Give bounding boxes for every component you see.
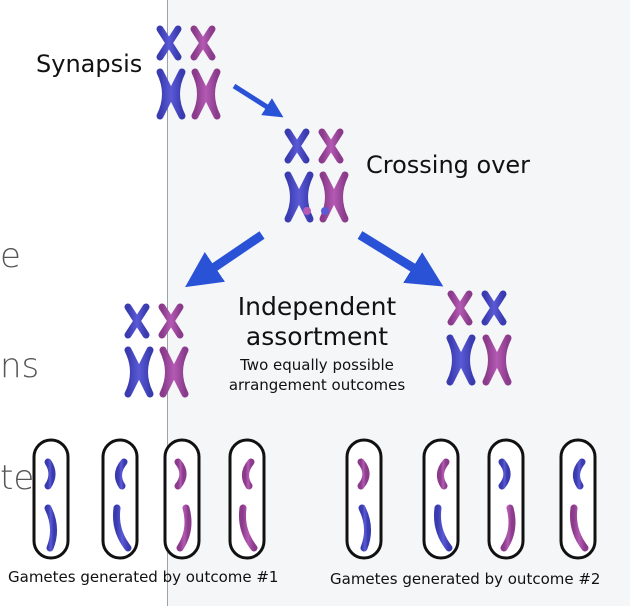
gamete-capsule bbox=[101, 438, 139, 560]
independent-assortment-title-1: Independent bbox=[237, 292, 397, 321]
panel-divider[interactable] bbox=[167, 0, 168, 606]
gamete-capsule bbox=[422, 438, 460, 560]
arrow-synapsis-to-crossing bbox=[232, 83, 284, 118]
gamete-capsule bbox=[487, 438, 525, 560]
clipped-background-text-3: te bbox=[0, 458, 35, 498]
outcomes-subtitle-1: Two equally possible bbox=[240, 356, 394, 374]
gametes-outcome-2-caption: Gametes generated by outcome #2 bbox=[330, 570, 601, 588]
gamete-capsule bbox=[559, 438, 597, 560]
gamete-capsule bbox=[228, 438, 266, 560]
gamete-capsule bbox=[345, 438, 383, 560]
outcome-2-chromosomes bbox=[450, 294, 508, 382]
independent-assortment-title-2: assortment bbox=[245, 322, 389, 351]
outcomes-subtitle-2: arrangement outcomes bbox=[228, 376, 406, 394]
crossing-over-label: Crossing over bbox=[366, 151, 531, 179]
gamete-capsule bbox=[163, 438, 201, 560]
outcome-1-chromosomes bbox=[128, 307, 185, 394]
crossing-over-chromosomes bbox=[288, 132, 345, 219]
synapsis-chromosomes bbox=[160, 29, 217, 116]
clipped-background-text-2: ns bbox=[0, 346, 40, 386]
gametes-outcome-1 bbox=[32, 438, 266, 560]
independent-assortment-block: Independent assortment Two equally possi… bbox=[222, 292, 412, 395]
clipped-background-text-1: e bbox=[0, 236, 21, 276]
arrow-to-outcome-1 bbox=[185, 231, 265, 288]
arrow-to-outcome-2 bbox=[357, 231, 444, 287]
gamete-capsule bbox=[32, 438, 70, 560]
gametes-outcome-2 bbox=[345, 438, 597, 560]
gametes-outcome-1-caption: Gametes generated by outcome #1 bbox=[8, 568, 279, 586]
synapsis-label: Synapsis bbox=[36, 50, 143, 78]
